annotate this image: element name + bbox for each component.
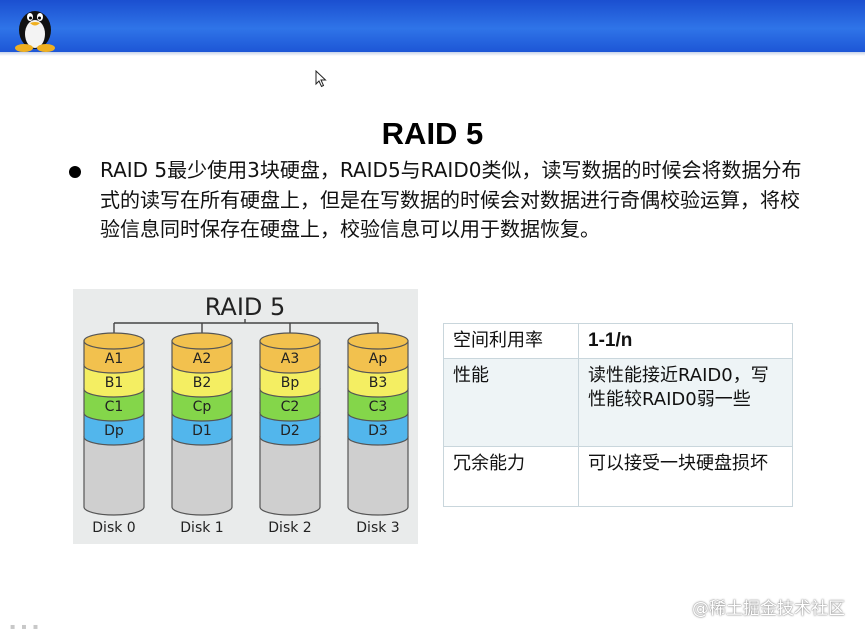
disk-block-label: Ap	[369, 351, 388, 367]
slide-controls: ▪▪▪	[10, 622, 45, 631]
disk-block-label: B1	[105, 375, 124, 391]
disk-block-label: Cp	[193, 399, 212, 415]
disk-top-cap	[83, 332, 145, 350]
disk-block-label: C2	[281, 399, 300, 415]
disk-block	[347, 340, 409, 374]
disk-top-cap	[171, 332, 233, 350]
disk-label: Disk 0	[92, 520, 135, 536]
table-key: 空间利用率	[443, 323, 579, 359]
disk-block	[259, 364, 321, 398]
table-row: 性能 读性能接近RAID0，写性能较RAID0弱一些	[443, 358, 793, 447]
disk-empty-space	[171, 436, 233, 516]
disk-block-label: D1	[192, 423, 212, 439]
mouse-cursor-icon	[315, 70, 327, 88]
header-shadow	[0, 52, 865, 56]
disk-block	[347, 412, 409, 446]
disk-block-label: A2	[193, 351, 211, 367]
diagram-title: RAID 5	[205, 293, 286, 321]
disk-block-label: Dp	[104, 423, 124, 439]
disk-block	[259, 388, 321, 422]
disk-top-cap	[347, 332, 409, 350]
disk-empty-space	[259, 436, 321, 516]
disk-block-label: Bp	[281, 375, 300, 391]
disk-block-label: D2	[280, 423, 300, 439]
disk-block-label: C1	[105, 399, 124, 415]
disk-block-label: B2	[193, 375, 212, 391]
disk-block	[171, 340, 233, 374]
disk-block	[347, 364, 409, 398]
raid5-properties-table: 空间利用率 1-1/n 性能 读性能接近RAID0，写性能较RAID0弱一些 冗…	[443, 323, 793, 507]
disk-block	[259, 412, 321, 446]
bullet-text: RAID 5最少使用3块硬盘，RAID5与RAID0类似，读写数据的时候会将数据…	[100, 158, 802, 241]
disk-block	[83, 388, 145, 422]
table-key: 性能	[443, 358, 579, 447]
disk-block	[171, 364, 233, 398]
table-value: 1-1/n	[578, 323, 793, 359]
table-row: 空间利用率 1-1/n	[443, 323, 793, 359]
disk-label: Disk 1	[180, 520, 223, 536]
disk-block	[347, 388, 409, 422]
disk-block	[83, 364, 145, 398]
disk-block	[171, 388, 233, 422]
disk-block	[171, 412, 233, 446]
bullet-point-icon	[69, 166, 81, 178]
slide-title: RAID 5	[381, 116, 484, 151]
tux-penguin-icon	[15, 11, 55, 52]
diagram-connector-lines	[113, 319, 379, 335]
disk-block-label: D3	[368, 423, 388, 439]
disk-block-label: A1	[105, 351, 123, 367]
table-value: 读性能接近RAID0，写性能较RAID0弱一些	[578, 358, 793, 447]
table-value: 可以接受一块硬盘损坏	[578, 446, 793, 507]
disk-block-label: B3	[369, 375, 388, 391]
watermark: @稀土掘金技术社区	[692, 599, 845, 619]
disk-empty-space	[347, 436, 409, 516]
disk-label: Disk 3	[356, 520, 399, 536]
disk-empty-space	[83, 436, 145, 516]
disk-block	[83, 412, 145, 446]
disk-label: Disk 2	[268, 520, 311, 536]
slide-header-bar	[0, 0, 865, 52]
table-key: 冗余能力	[443, 446, 579, 507]
disk-block-label: C3	[369, 399, 388, 415]
disk-top-cap	[259, 332, 321, 350]
disk-block	[259, 340, 321, 374]
table-row: 冗余能力 可以接受一块硬盘损坏	[443, 446, 793, 507]
disk-block-label: A3	[281, 351, 299, 367]
disk-block	[83, 340, 145, 374]
